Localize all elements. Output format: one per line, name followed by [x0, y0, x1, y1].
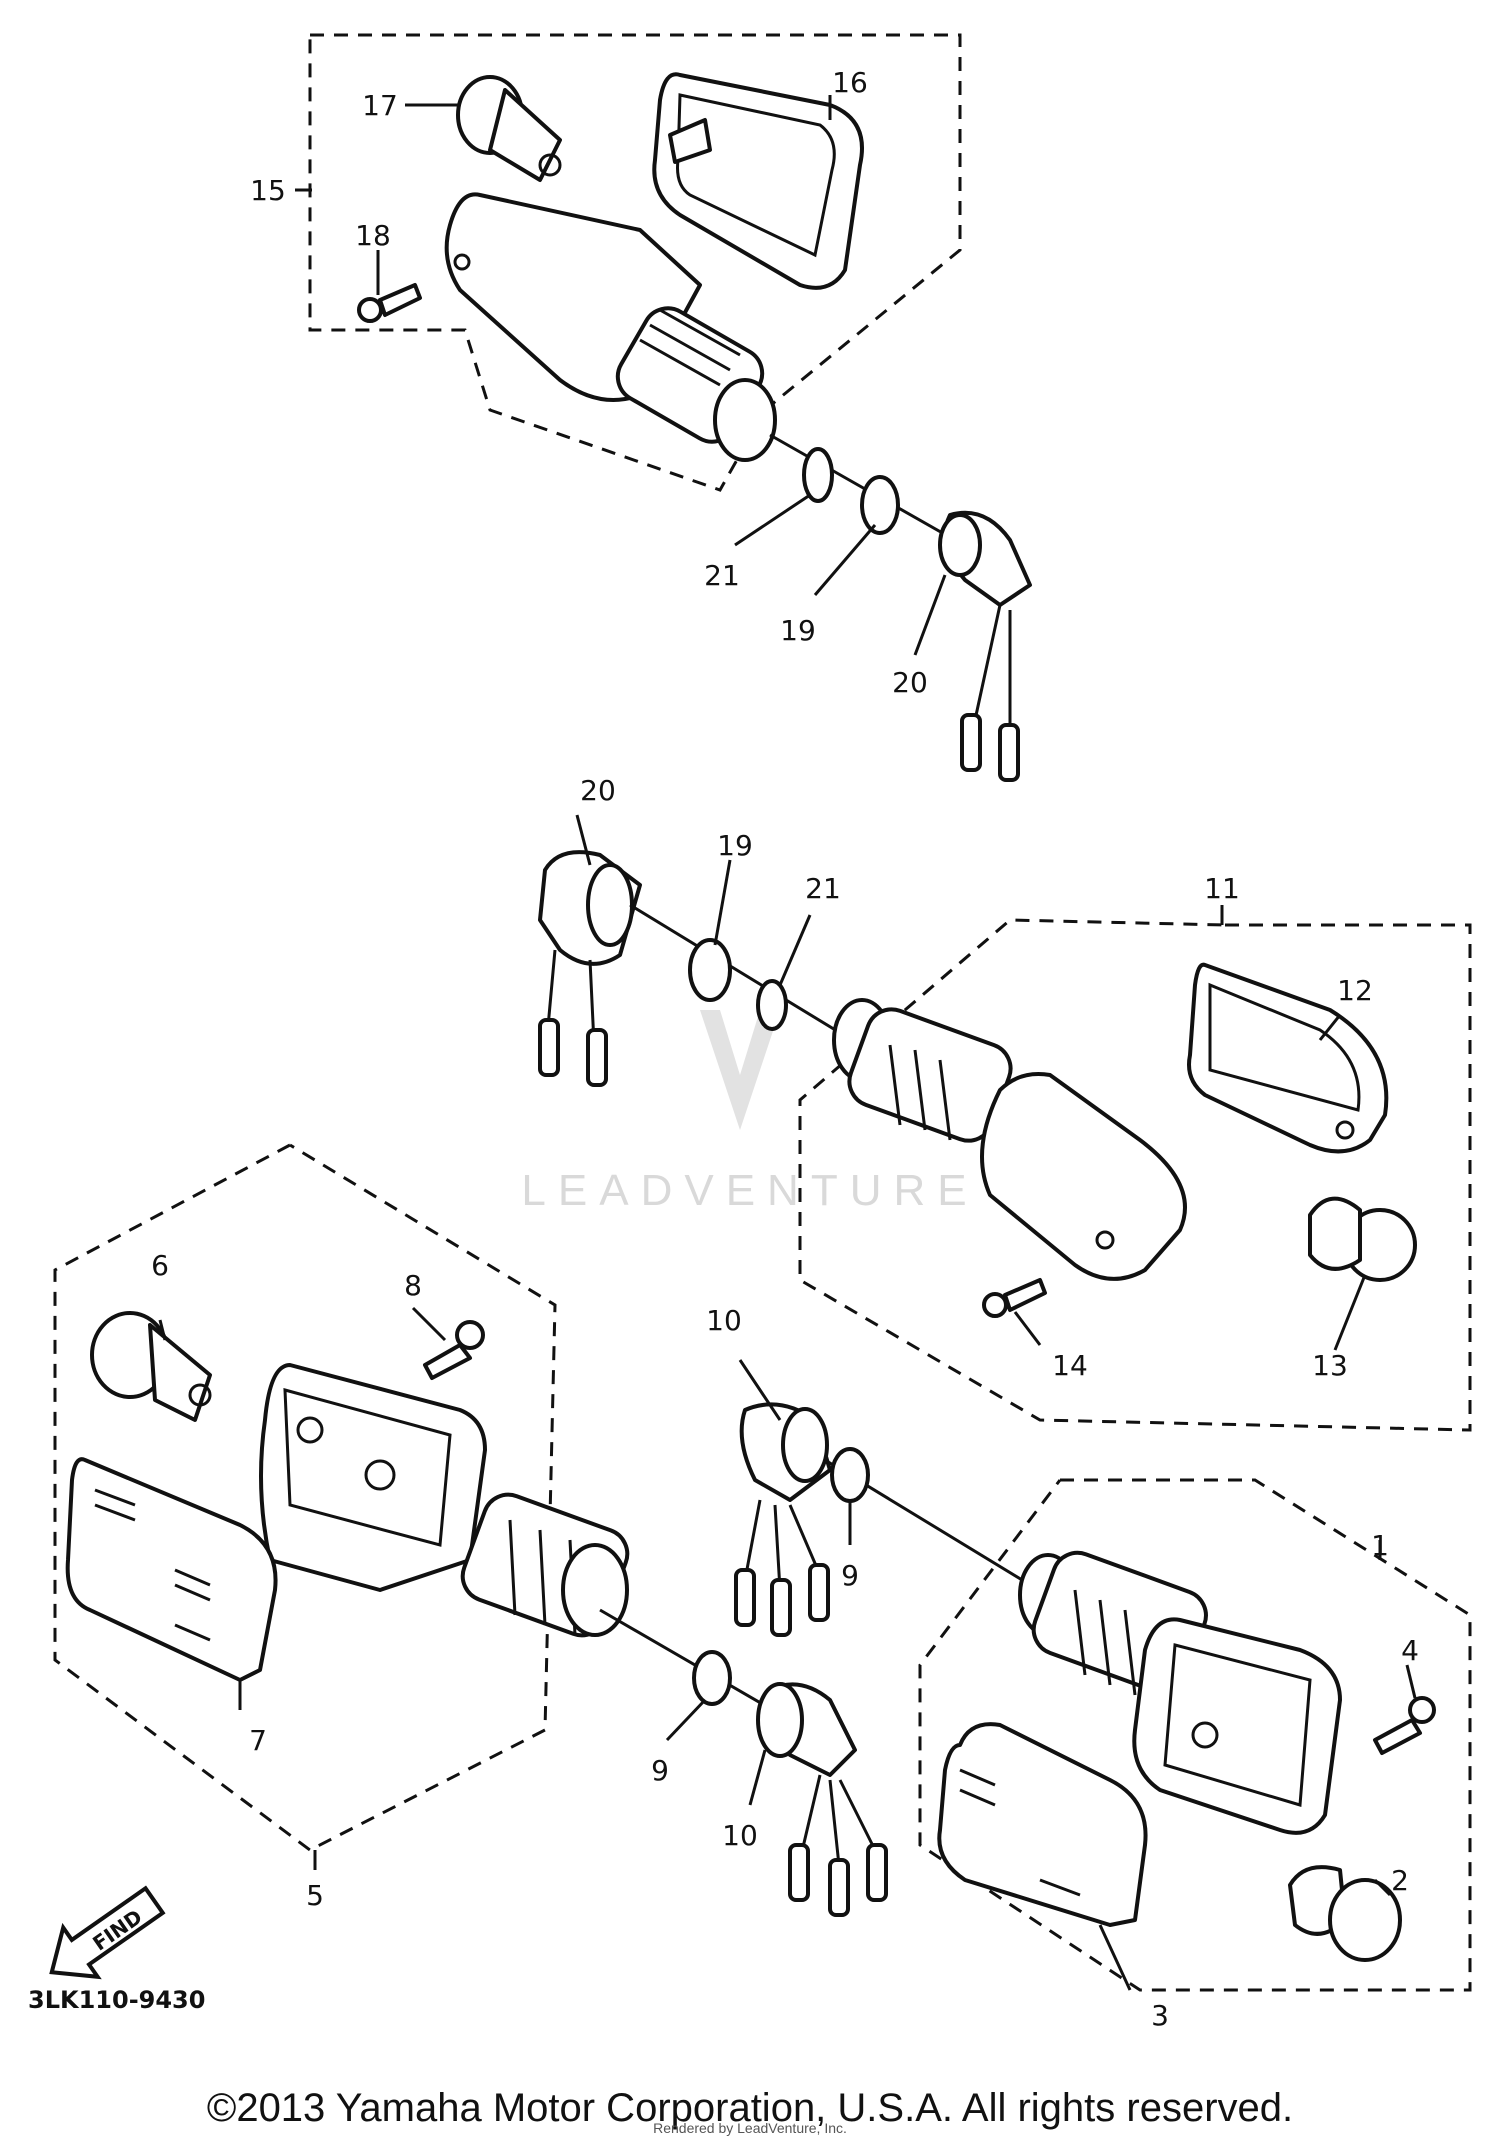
callout-7: 7	[249, 1724, 267, 1757]
housing-15	[444, 192, 777, 462]
watermark: LEADVENTURE	[521, 1010, 978, 1215]
grommet-20-top	[938, 510, 1032, 782]
grommet-19-mid	[688, 938, 732, 1002]
grommet-9-right	[830, 1447, 870, 1503]
callout-16: 16	[832, 66, 868, 99]
callout-14: 14	[1052, 1349, 1088, 1382]
callout-1: 1	[1371, 1529, 1389, 1562]
assembly-5-outline	[53, 1143, 557, 1852]
bulb-6	[90, 1311, 212, 1422]
callout-20-mid: 20	[580, 774, 616, 807]
callout-18: 18	[355, 219, 391, 252]
screw-8	[423, 1320, 485, 1380]
callout-17: 17	[362, 89, 398, 122]
assembly-1-outline	[918, 1478, 1472, 1992]
grommet-19-top	[860, 475, 900, 535]
callout-2: 2	[1391, 1864, 1409, 1897]
callout-11: 11	[1204, 872, 1240, 905]
callout-20-top: 20	[892, 666, 928, 699]
lens-16	[652, 72, 864, 290]
callouts: 17 16 15 18 21 19 20 20 19 21 11 12 13 1…	[151, 66, 1419, 2032]
callout-3: 3	[1151, 1999, 1169, 2032]
callout-5: 5	[306, 1879, 324, 1912]
callout-19-top: 19	[780, 614, 816, 647]
callout-9-right: 9	[841, 1559, 859, 1592]
leader-lines	[158, 95, 1417, 1991]
assembly-15	[308, 33, 1032, 782]
assembly-1	[734, 1402, 1472, 1992]
bulb-13	[1308, 1196, 1417, 1282]
lens-7	[65, 1457, 278, 1682]
grommet-20-mid	[538, 850, 642, 1087]
callout-12: 12	[1337, 974, 1373, 1007]
assembly-11	[538, 850, 1472, 1432]
grommet-10-left	[756, 1682, 888, 1917]
callout-6: 6	[151, 1249, 169, 1282]
assembly-5	[53, 1143, 888, 1917]
callout-19-mid: 19	[717, 829, 753, 862]
screw-18	[357, 283, 422, 323]
callout-15: 15	[250, 174, 286, 207]
wire-mid	[629, 903, 861, 1047]
watermark-logo	[700, 1010, 780, 1130]
find-arrow-icon: FIND	[49, 1885, 166, 1980]
callout-9-left: 9	[651, 1754, 669, 1787]
copyright-notice: ©2013 Yamaha Motor Corporation, U.S.A. A…	[206, 2086, 1294, 2130]
callout-4: 4	[1401, 1634, 1419, 1667]
callout-8: 8	[404, 1269, 422, 1302]
callout-21-top: 21	[704, 559, 740, 592]
bulb-2	[1288, 1865, 1402, 1962]
grommet-10-right	[734, 1402, 832, 1637]
housing-5	[259, 1363, 630, 1638]
callout-21-mid: 21	[805, 872, 841, 905]
assembly-15-outline	[308, 33, 962, 492]
callout-10-left: 10	[722, 1819, 758, 1852]
housing-1	[1018, 1550, 1342, 1835]
bulb-17	[456, 75, 562, 182]
housing-11	[832, 998, 1187, 1281]
washer-21-mid	[756, 979, 788, 1031]
watermark-text: LEADVENTURE	[521, 1166, 978, 1215]
lens-3	[937, 1722, 1148, 1927]
render-credit: Rendered by LeadVenture, Inc.	[653, 2120, 847, 2136]
washer-21-top	[802, 447, 834, 503]
screw-14	[982, 1278, 1047, 1318]
screw-4	[1373, 1696, 1436, 1755]
grommet-9-left	[692, 1650, 732, 1706]
callout-13: 13	[1312, 1349, 1348, 1382]
diagram-reference-code: 3LK110-9430	[28, 1986, 206, 2014]
callout-10-right: 10	[706, 1304, 742, 1337]
